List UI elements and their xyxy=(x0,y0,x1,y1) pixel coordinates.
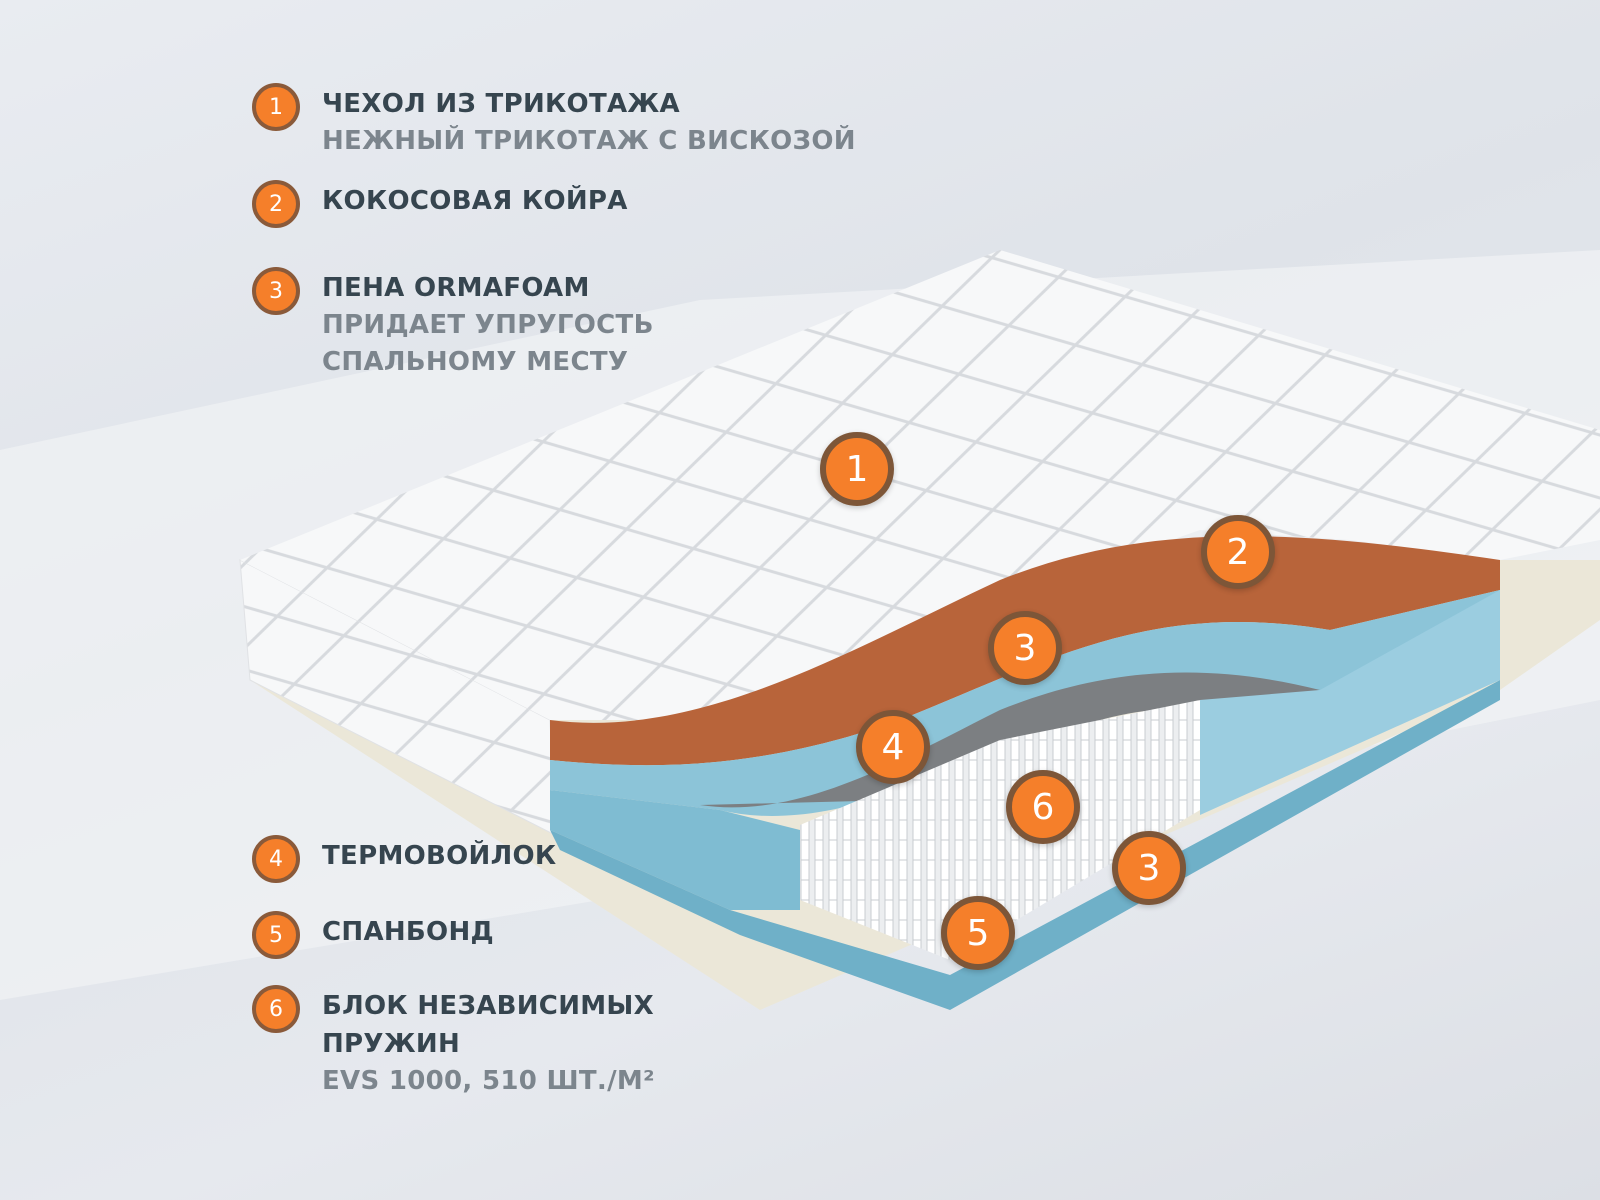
legend-title: ПЕНА ORMAFOAM xyxy=(322,273,590,303)
legend-number-badge: 4 xyxy=(252,835,300,883)
legend-title: СПАНБОНД xyxy=(322,917,494,947)
legend-title: ТЕРМОВОЙЛОК xyxy=(322,841,557,871)
marker-spunbond: 5 xyxy=(941,896,1015,970)
marker-foam-side: 3 xyxy=(1112,831,1186,905)
legend-item-felt: 4 ТЕРМОВОЙЛОК xyxy=(252,835,556,883)
legend-number-badge: 5 xyxy=(252,911,300,959)
legend-subtitle: EVS 1000, 510 ШТ./М² xyxy=(322,1066,655,1096)
legend-title: ПРУЖИН xyxy=(322,1029,461,1059)
spring-block xyxy=(800,700,1200,960)
marker-springs: 6 xyxy=(1006,770,1080,844)
legend-subtitle: НЕЖНЫЙ ТРИКОТАЖ С ВИСКОЗОЙ xyxy=(322,126,856,156)
legend-number-badge: 2 xyxy=(252,180,300,228)
legend-item-cover: 1 ЧЕХОЛ ИЗ ТРИКОТАЖА НЕЖНЫЙ ТРИКОТАЖ С В… xyxy=(252,83,856,160)
legend-number-badge: 3 xyxy=(252,267,300,315)
foam-side-front xyxy=(550,790,800,910)
marker-foam: 3 xyxy=(988,611,1062,685)
mattress-top xyxy=(240,250,1600,720)
marker-felt: 4 xyxy=(856,710,930,784)
legend-item-spunbond: 5 СПАНБОНД xyxy=(252,911,494,959)
legend-number-badge: 6 xyxy=(252,985,300,1033)
legend-item-foam: 3 ПЕНА ORMAFOAM ПРИДАЕТ УПРУГОСТЬ СПАЛЬН… xyxy=(252,267,654,381)
legend-title: ЧЕХОЛ ИЗ ТРИКОТАЖА xyxy=(322,89,680,119)
legend-item-springs: 6 БЛОК НЕЗАВИСИМЫХ ПРУЖИН EVS 1000, 510 … xyxy=(252,985,655,1100)
foam-bottom-edge xyxy=(550,680,1500,1010)
legend-title: БЛОК НЕЗАВИСИМЫХ xyxy=(322,991,655,1021)
legend-number-badge: 1 xyxy=(252,83,300,131)
marker-cover: 1 xyxy=(820,432,894,506)
legend-title: КОКОСОВАЯ КОЙРА xyxy=(322,186,628,216)
legend-subtitle: СПАЛЬНОМУ МЕСТУ xyxy=(322,347,629,377)
marker-coir: 2 xyxy=(1201,515,1275,589)
legend-item-coir: 2 КОКОСОВАЯ КОЙРА xyxy=(252,180,628,228)
foam-side-right xyxy=(1200,590,1500,815)
legend-subtitle: ПРИДАЕТ УПРУГОСТЬ xyxy=(322,310,654,340)
